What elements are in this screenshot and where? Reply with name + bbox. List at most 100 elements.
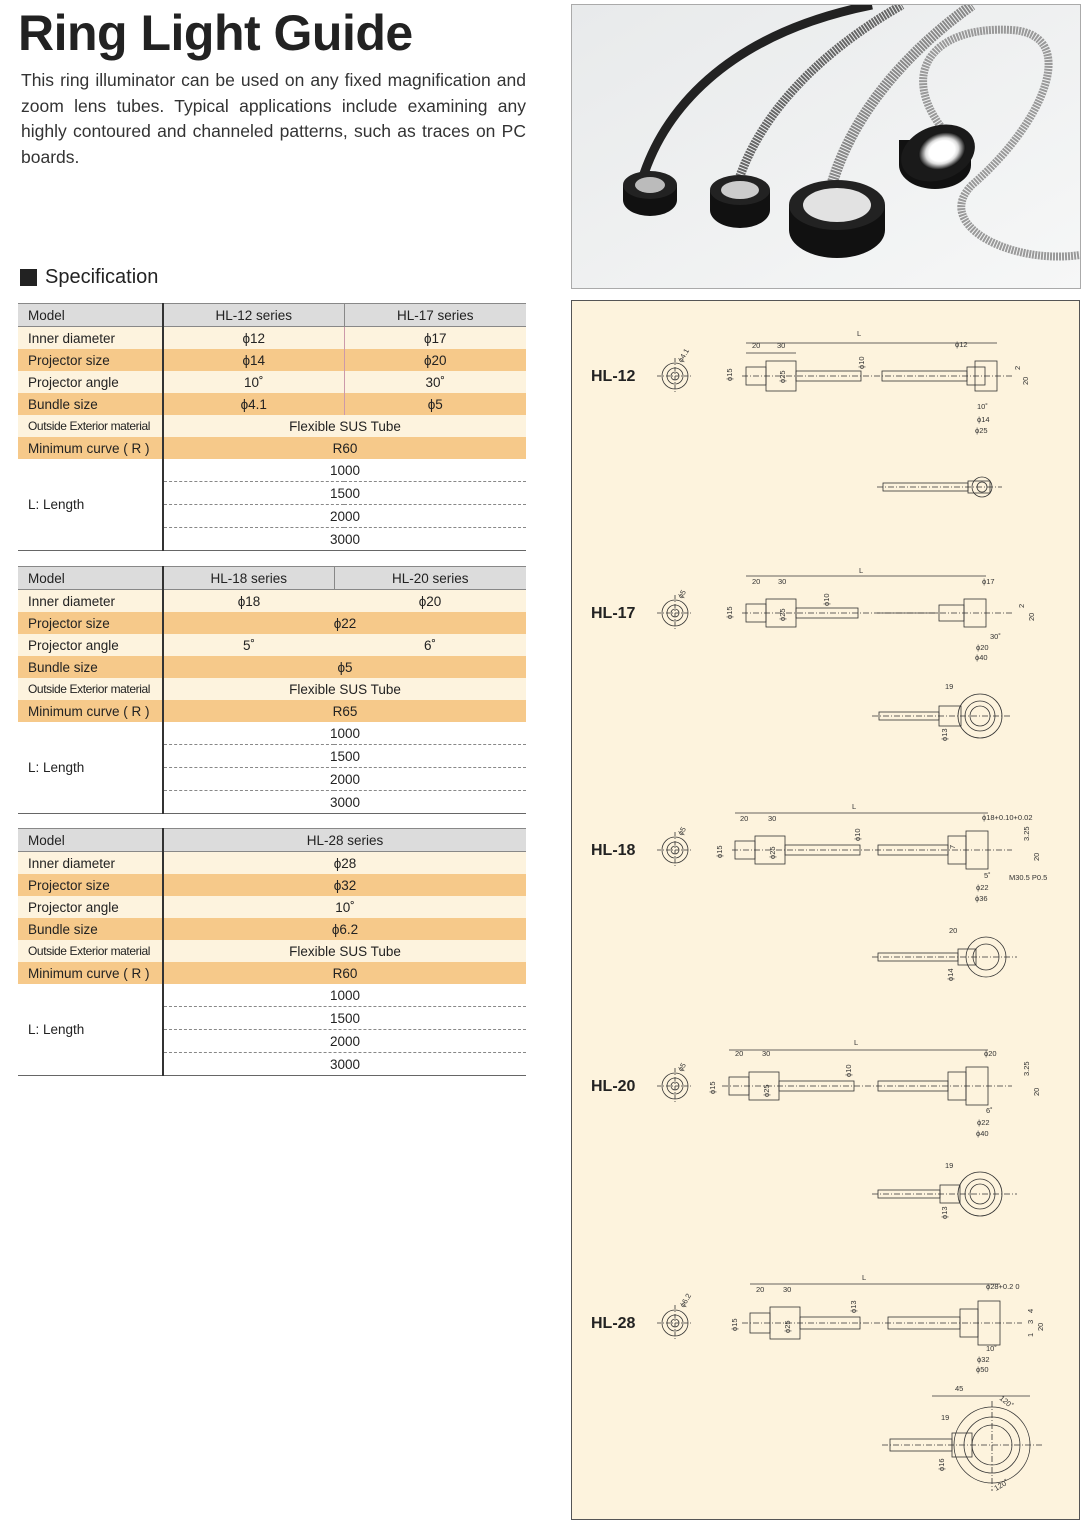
dim-text: ϕ14 [977,415,990,424]
model-label: Model [18,566,164,590]
drawings-panel: HL-12 HL-17 HL-18 HL-20 HL-28 [571,300,1080,1520]
dim-text: 10˚ [986,1344,997,1353]
length-value: 2000 [163,1029,526,1053]
drawing-label-hl20: HL-20 [591,1078,636,1095]
inner-diameter-label: Inner diameter [18,851,164,874]
model-hl18: HL-18 series [163,566,334,590]
dim-text: ϕ25 [762,1084,771,1097]
hl20-end-view [657,1068,693,1104]
length-value: 1500 [163,1006,526,1030]
hl12-end-view [657,358,693,394]
length-value: 3000 [163,1052,526,1076]
bundle-size-label: Bundle size [18,918,164,940]
dim-text: 20 [752,577,760,586]
projector-angle-value: 6˚ [334,634,526,656]
length-value: 2000 [163,767,526,791]
min-curve-label: Minimum curve ( R ) [18,700,164,722]
dim-text: L [852,802,856,811]
min-curve-label: Minimum curve ( R ) [18,437,164,459]
hl17-end-view [657,595,693,631]
inner-diameter-value: ϕ12 [163,326,344,349]
projector-size-label: Projector size [18,612,164,634]
dim-text: 3.25 [1022,826,1031,841]
dim-text: ϕ25 [778,370,787,383]
dim-text: ϕ25 [783,1320,792,1333]
outside-material-label: Outside Exterior material [18,678,164,700]
projector-size-label: Projector size [18,874,164,896]
inner-diameter-value: ϕ17 [343,326,526,349]
dim-text: ϕ15 [725,368,734,381]
hl12-side-view [742,342,1012,392]
min-curve-value: R60 [163,437,526,459]
length-value: 1500 [163,481,526,505]
hl28-end-view [657,1305,693,1341]
dim-text: ϕ15 [708,1081,717,1094]
dim-text: 20 [752,341,760,350]
dim-text: 20 [735,1049,743,1058]
length-value: 2000 [163,504,526,528]
dim-text: 30˚ [990,632,1001,641]
spec-table-hl28: Model HL-28 series Inner diameter ϕ28 Pr… [18,828,526,1076]
intro-text: This ring illuminator can be used on any… [21,70,526,167]
dim-text: L [857,329,861,338]
hl20-top-view [872,1171,1017,1217]
dim-text: 4 [1026,1309,1035,1313]
min-curve-label: Minimum curve ( R ) [18,962,164,984]
dim-text: 20 [1032,853,1041,861]
drawing-label-hl18: HL-18 [591,842,636,859]
dim-text: 19 [941,1413,949,1422]
bundle-size-value: ϕ4.1 [163,393,344,415]
dim-text: ϕ50 [976,1365,989,1374]
projector-angle-label: Projector angle [18,896,164,918]
model-label: Model [18,828,164,852]
dim-text: ϕ25 [768,846,777,859]
outside-material-value: Flexible SUS Tube [163,678,526,700]
projector-angle-label: Projector angle [18,371,164,393]
dim-text: ϕ17 [982,577,995,586]
inner-diameter-value: ϕ20 [334,589,526,612]
hl20-side-view [722,1049,1012,1106]
dim-text: 45 [955,1384,963,1393]
projector-angle-label: Projector angle [18,634,164,656]
dim-text: L [859,566,863,575]
spec-table-hl12-hl17: Model HL-12 series HL-17 series Inner di… [18,303,526,551]
dim-text: ϕ28+0.2 0 [986,1282,1020,1291]
dim-text: 20 [1027,613,1036,621]
dim-text: 5˚ [984,871,991,880]
dim-text: ϕ10 [822,593,831,606]
outside-material-label: Outside Exterior material [18,940,164,962]
drawing-label-hl28: HL-28 [591,1315,636,1332]
dim-text: 30 [768,814,776,823]
dim-text: ϕ10 [857,356,866,369]
dim-text: ϕ22 [977,1118,990,1127]
length-value: 1500 [163,744,526,768]
outside-material-label: Outside Exterior material [18,415,164,437]
model-label: Model [18,303,164,327]
page-title: Ring Light Guide [18,5,413,61]
bundle-size-label: Bundle size [18,393,164,415]
dim-text: ϕ16 [937,1458,946,1471]
min-curve-value: R60 [163,962,526,984]
dim-text: 6˚ [986,1106,993,1115]
projector-size-value: ϕ14 [163,349,344,371]
dim-text: ϕ25 [975,426,988,435]
dim-text: ϕ6.2 [678,1292,693,1309]
dim-text: ϕ32 [977,1355,990,1364]
dim-text: ϕ4.1 [676,347,691,364]
dim-text: ϕ18+0.10+0.02 [982,813,1033,822]
dim-text: L [862,1273,866,1282]
dim-text: 20 [1036,1323,1045,1331]
dim-text: ϕ14 [946,968,955,981]
dim-text: 3 [1026,1320,1035,1324]
length-label: L: Length [18,722,164,814]
hl18-top-view [872,936,1017,978]
dim-text: ϕ10 [844,1064,853,1077]
dim-text: ϕ5 [676,588,688,600]
dim-text: 20 [756,1285,764,1294]
model-hl17: HL-17 series [343,303,526,327]
dim-text: 10˚ [977,402,988,411]
length-label: L: Length [18,984,164,1076]
technical-drawings: ϕ4.1 20 30 L ϕ12 ϕ15 ϕ25 ϕ10 2 20 10˚ ϕ1… [657,329,1047,1493]
projector-size-value: ϕ22 [163,612,526,634]
projector-angle-value: 10˚ [163,896,526,918]
